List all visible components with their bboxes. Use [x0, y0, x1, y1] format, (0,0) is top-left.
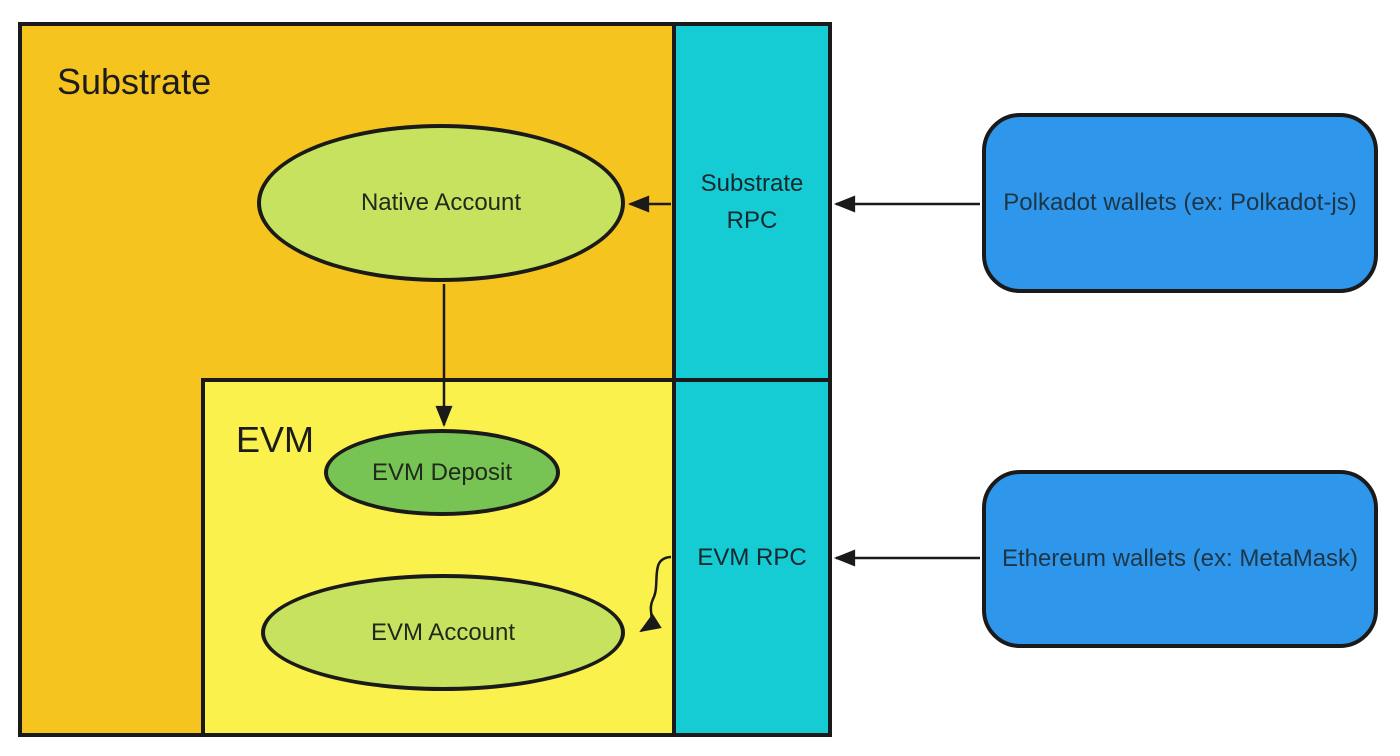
native-account-label: Native Account	[360, 189, 522, 216]
native-account-node: Native Account	[257, 124, 625, 282]
evm-account-label: EVM Account	[370, 618, 516, 646]
evm-region-title: EVM	[236, 419, 315, 460]
evm-deposit-node: EVM Deposit	[324, 429, 560, 516]
polkadot-wallets-box: Polkadot wallets (ex: Polkadot-js)	[982, 113, 1378, 293]
evm-rpc-label: EVM RPC	[697, 544, 807, 571]
substrate-rpc-cell: Substrate RPC	[672, 22, 832, 382]
evm-account-node: EVM Account	[261, 574, 625, 691]
evm-rpc-cell: EVM RPC	[672, 378, 832, 737]
polkadot-wallets-label: Polkadot wallets (ex: Polkadot-js)	[1003, 189, 1357, 216]
evm-deposit-label: EVM Deposit	[371, 458, 513, 486]
substrate-rpc-label: Substrate RPC	[700, 170, 804, 234]
ethereum-wallets-box: Ethereum wallets (ex: MetaMask)	[982, 470, 1378, 648]
ethereum-wallets-label: Ethereum wallets (ex: MetaMask)	[1001, 545, 1359, 572]
substrate-region-title: Substrate	[57, 61, 212, 102]
